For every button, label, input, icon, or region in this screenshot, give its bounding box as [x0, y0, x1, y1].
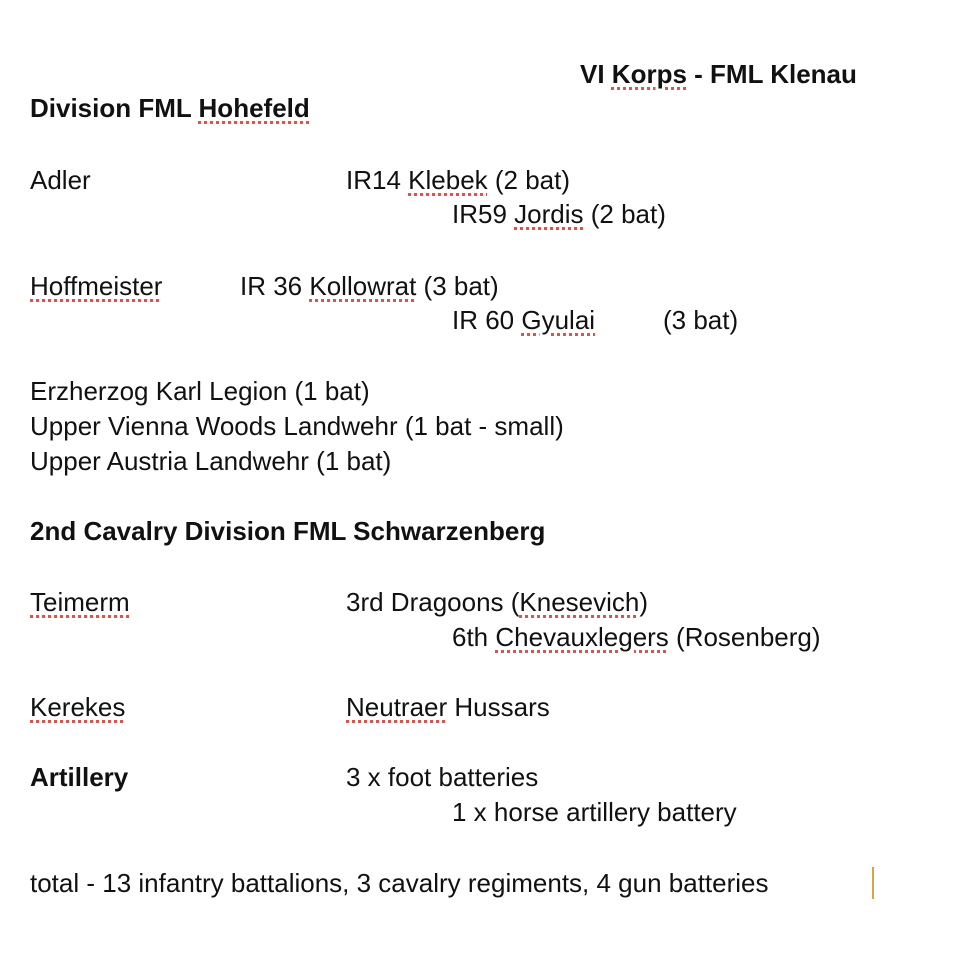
text-cursor [872, 867, 874, 899]
ir60-bat-line: (3 bat) [663, 305, 738, 335]
ir59-line: IR59 Jordis (2 bat) [452, 199, 666, 229]
text-segment: (2 bat) [583, 199, 666, 229]
misspelled-word[interactable]: Hoffmeister [30, 271, 163, 301]
text-segment: 2nd Cavalry Division FML Schwarzenberg [30, 516, 546, 546]
brigade-adler-line: Adler [30, 165, 91, 195]
text-segment: Adler [30, 165, 91, 195]
misspelled-word[interactable]: Hohefeld [198, 93, 310, 123]
brigade-hoffmeister-line: Hoffmeister [30, 271, 162, 301]
cavalry-heading-line: 2nd Cavalry Division FML Schwarzenberg [30, 516, 545, 546]
foot-batteries-line: 3 x foot batteries [346, 762, 538, 792]
text-segment: IR 60 [452, 305, 522, 335]
vienna-woods-line: Upper Vienna Woods Landwehr (1 bat - sma… [30, 411, 564, 441]
text-segment: 1 x horse artillery battery [452, 797, 737, 827]
text-segment: total - 13 infantry battalions, 3 cavalr… [30, 868, 769, 898]
brigade-teimerm-line: Teimerm [30, 587, 130, 617]
misspelled-word[interactable]: Korps [611, 59, 687, 89]
upper-austria-line: Upper Austria Landwehr (1 bat) [30, 446, 391, 476]
text-segment: VI [580, 59, 612, 89]
text-segment: Artillery [30, 762, 129, 792]
ir14-line: IR14 Klebek (2 bat) [346, 165, 570, 195]
misspelled-word[interactable]: Klebek [408, 165, 488, 195]
artillery-heading-line: Artillery [30, 762, 128, 792]
misspelled-word[interactable]: Knesevich [519, 587, 640, 617]
text-segment: - FML Klenau [686, 59, 857, 89]
misspelled-word[interactable]: Jordis [514, 199, 584, 229]
text-segment: Hussars [447, 692, 550, 722]
legion-line: Erzherzog Karl Legion (1 bat) [30, 376, 370, 406]
chevauxlegers-line: 6th Chevauxlegers (Rosenberg) [452, 622, 821, 652]
hussars-line: Neutraer Hussars [346, 692, 550, 722]
text-segment: 6th [452, 622, 496, 652]
ir60-line: IR 60 Gyulai [452, 305, 595, 335]
brigade-kerekes-line: Kerekes [30, 692, 125, 722]
misspelled-word[interactable]: Chevauxlegers [495, 622, 669, 652]
text-segment: Upper Austria Landwehr (1 bat) [30, 446, 392, 476]
misspelled-word[interactable]: Teimerm [30, 587, 130, 617]
horse-battery-line: 1 x horse artillery battery [452, 797, 737, 827]
text-segment: (3 bat) [663, 305, 739, 335]
total-line: total - 13 infantry battalions, 3 cavalr… [30, 868, 769, 898]
division-heading-line: Division FML Hohefeld [30, 93, 310, 123]
text-segment: Division FML [30, 93, 199, 123]
text-segment: 3 x foot batteries [346, 762, 539, 792]
ir36-line: IR 36 Kollowrat (3 bat) [240, 271, 499, 301]
misspelled-word[interactable]: Kollowrat [309, 271, 417, 301]
text-segment: Erzherzog Karl Legion (1 bat) [30, 376, 370, 406]
misspelled-word[interactable]: Neutraer [346, 692, 448, 722]
text-segment: (2 bat) [487, 165, 571, 195]
text-segment: IR59 [452, 199, 515, 229]
text-segment: (3 bat) [416, 271, 499, 301]
misspelled-word[interactable]: Kerekes [30, 692, 126, 722]
text-segment: IR 36 [240, 271, 310, 301]
text-segment: 3rd Dragoons ( [346, 587, 520, 617]
misspelled-word[interactable]: Gyulai [521, 305, 596, 335]
text-segment: IR14 [346, 165, 409, 195]
text-segment: (Rosenberg) [668, 622, 821, 652]
text-segment: ) [639, 587, 649, 617]
text-segment: Upper Vienna Woods Landwehr (1 bat - sma… [30, 411, 564, 441]
korps-title-line: VI Korps - FML Klenau [580, 59, 857, 89]
dragoons-line: 3rd Dragoons (Knesevich) [346, 587, 648, 617]
